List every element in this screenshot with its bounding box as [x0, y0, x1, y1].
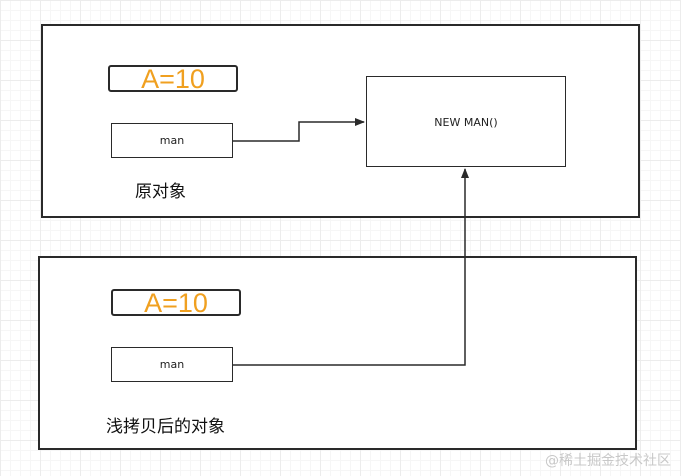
- copy-caption: 浅拷贝后的对象: [106, 417, 225, 437]
- original-ref-arrow: [233, 118, 365, 142]
- new-man-object-box: NEW MAN(): [366, 76, 566, 167]
- original-ref-box: man: [111, 123, 233, 158]
- watermark: @稀土掘金技术社区: [545, 453, 671, 469]
- copy-ref-arrow: [233, 168, 469, 366]
- copy-ref-box: man: [111, 347, 233, 382]
- original-field-box: A=10: [108, 65, 238, 93]
- original-caption: 原对象: [135, 182, 186, 202]
- copy-field-box: A=10: [111, 289, 241, 317]
